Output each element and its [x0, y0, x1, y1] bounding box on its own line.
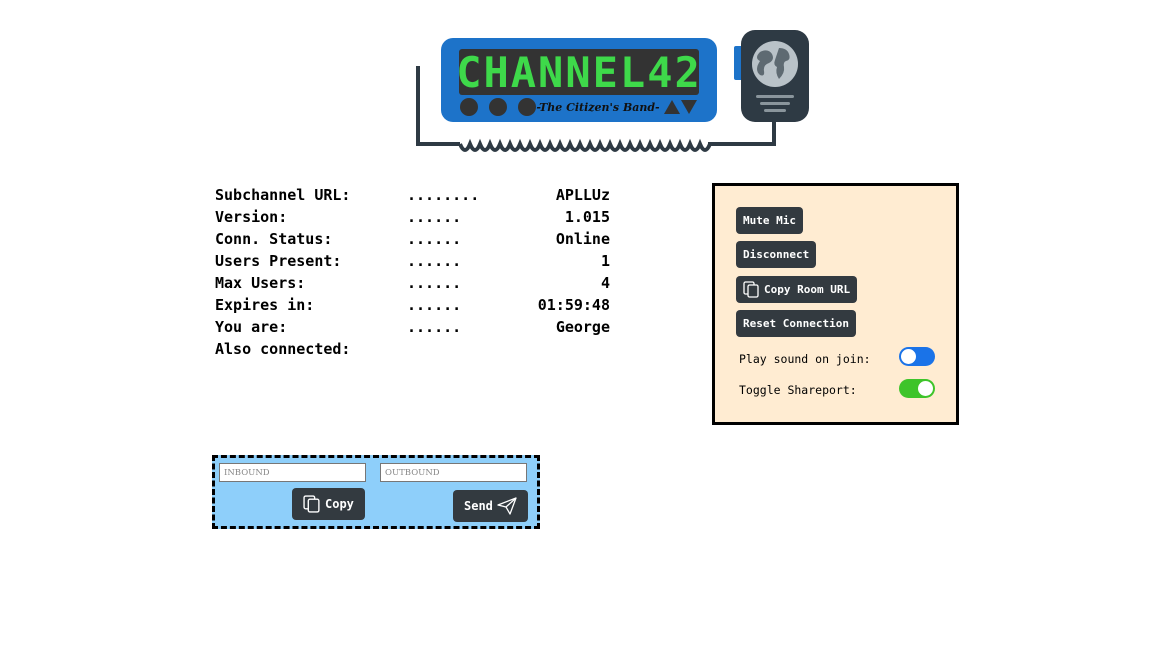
info-value: 1 — [600, 252, 610, 270]
info-row: Expires in:...... 01:59:48 — [215, 296, 610, 318]
logo-title: CHANNEL42 — [456, 48, 702, 97]
copy-room-url-button[interactable]: Copy Room URL — [736, 276, 858, 303]
mute-mic-button[interactable]: Mute Mic — [736, 207, 803, 234]
info-row: Also connected: — [215, 340, 610, 362]
info-value: George — [555, 318, 610, 336]
toggle-knob — [918, 381, 933, 396]
copy-button[interactable]: Copy — [292, 488, 365, 520]
paper-plane-icon — [497, 497, 517, 515]
info-label: You are: — [215, 318, 288, 336]
reset-connection-label: Reset Connection — [743, 317, 849, 330]
info-dots: ...... — [407, 208, 462, 226]
info-value: APLLUz — [555, 186, 610, 204]
info-value: 1.015 — [564, 208, 610, 226]
disconnect-label: Disconnect — [743, 248, 810, 261]
info-row: Version:...... 1.015 — [215, 208, 610, 230]
info-label: Conn. Status: — [215, 230, 333, 248]
info-dots: ...... — [407, 274, 462, 292]
controls-panel: Mute Mic Disconnect Copy Room URL Reset … — [712, 183, 959, 425]
info-row: Users Present:...... 1 — [215, 252, 610, 274]
info-row: You are:...... George — [215, 318, 610, 340]
send-label: Send — [464, 498, 493, 513]
play-sound-toggle[interactable] — [899, 347, 935, 366]
globe-icon — [752, 41, 798, 87]
info-dots: ...... — [407, 296, 462, 314]
info-dots: ........ — [407, 186, 480, 204]
toggle-knob — [901, 349, 916, 364]
disconnect-button[interactable]: Disconnect — [736, 241, 817, 268]
copy-label: Copy — [325, 496, 354, 511]
reset-connection-button[interactable]: Reset Connection — [736, 310, 856, 337]
message-panel: Copy Send — [212, 455, 540, 529]
shareport-toggle[interactable] — [899, 379, 935, 398]
info-label: Version: — [215, 208, 288, 226]
info-label: Also connected: — [215, 340, 351, 358]
info-value: Online — [555, 230, 610, 248]
copy-room-url-label: Copy Room URL — [764, 283, 851, 296]
mute-mic-label: Mute Mic — [743, 214, 796, 227]
inbound-input[interactable] — [219, 463, 366, 482]
info-label: Max Users: — [215, 274, 306, 292]
info-value: 01:59:48 — [537, 296, 610, 314]
info-label: Expires in: — [215, 296, 315, 314]
info-dots: ...... — [407, 318, 462, 336]
copy-icon — [743, 281, 759, 298]
outbound-input[interactable] — [380, 463, 527, 482]
info-dots: ...... — [407, 252, 462, 270]
info-row: Conn. Status:...... Online — [215, 230, 610, 252]
info-row: Max Users:...... 4 — [215, 274, 610, 296]
info-value: 4 — [600, 274, 610, 292]
copy-icon — [303, 495, 320, 513]
info-label: Subchannel URL: — [215, 186, 351, 204]
logo-tagline: -The Citizen's Band- — [536, 101, 660, 114]
info-label: Users Present: — [215, 252, 342, 270]
info-dots: ...... — [407, 230, 462, 248]
play-sound-label: Play sound on join: — [739, 352, 871, 366]
send-button[interactable]: Send — [453, 490, 528, 522]
channel42-logo: CHANNEL42 -The Citizen's Band- — [416, 30, 809, 152]
shareport-label: Toggle Shareport: — [739, 383, 857, 397]
info-row: Subchannel URL:........ APLLUz — [215, 186, 610, 208]
